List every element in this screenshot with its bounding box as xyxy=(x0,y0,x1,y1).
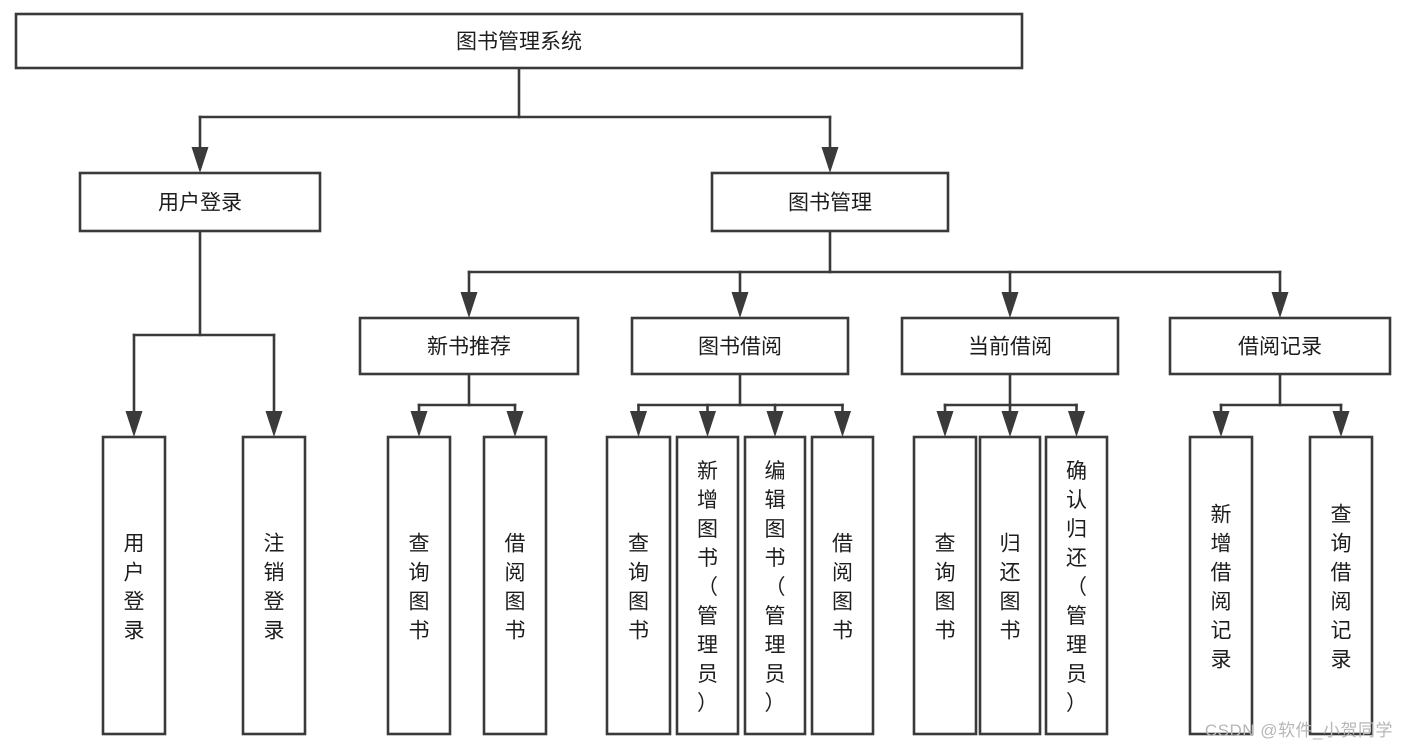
node-box xyxy=(241,435,307,736)
node-box xyxy=(1188,435,1254,736)
node-label: 用户登录 xyxy=(124,533,145,643)
node-label: 当前借阅 xyxy=(968,336,1052,359)
node-box xyxy=(1168,316,1392,376)
arrow-head-icon xyxy=(1001,411,1019,437)
node-box xyxy=(101,435,167,736)
node-layer: 图书管理系统用户登录图书管理新书推荐图书借阅当前借阅借阅记录用户登录注销登录查询… xyxy=(14,12,1392,736)
node-label: 新增图书（管理员） xyxy=(697,460,718,715)
node-leaf_11[interactable]: 新增借阅记录 xyxy=(1188,435,1254,736)
node-box xyxy=(978,435,1042,736)
node-leaf_8[interactable]: 查询图书 xyxy=(912,435,978,736)
node-box xyxy=(900,316,1120,376)
node-box xyxy=(605,435,672,736)
node-label: 查询图书 xyxy=(935,533,956,643)
node-leaf_12[interactable]: 查询借阅记录 xyxy=(1308,435,1374,736)
node-leaf_1[interactable]: 注销登录 xyxy=(241,435,307,736)
node-box xyxy=(1308,435,1374,736)
node-label: 编辑图书（管理员） xyxy=(765,460,786,715)
node-label: 查询借阅记录 xyxy=(1331,504,1352,672)
node-box xyxy=(78,171,322,233)
node-l1_1[interactable]: 图书管理 xyxy=(710,171,950,233)
node-box xyxy=(482,435,548,736)
node-label: 确认归还（管理员） xyxy=(1066,460,1087,715)
node-l2_0[interactable]: 新书推荐 xyxy=(358,316,580,376)
node-l2_3[interactable]: 借阅记录 xyxy=(1168,316,1392,376)
node-box xyxy=(358,316,580,376)
node-l2_1[interactable]: 图书借阅 xyxy=(630,316,850,376)
node-box xyxy=(630,316,850,376)
node-box xyxy=(386,435,452,736)
node-leaf_7[interactable]: 借阅图书 xyxy=(810,435,875,736)
node-label: 用户登录 xyxy=(158,192,242,215)
node-label: 借阅图书 xyxy=(832,533,853,643)
node-l2_2[interactable]: 当前借阅 xyxy=(900,316,1120,376)
node-box xyxy=(14,12,1024,70)
arrow-head-icon xyxy=(731,292,749,318)
node-box xyxy=(743,435,807,736)
arrow-head-icon xyxy=(1068,411,1085,437)
arrow-head-icon xyxy=(191,147,209,173)
node-leaf_10[interactable]: 确认归还（管理员） xyxy=(1044,435,1109,736)
node-label: 查询图书 xyxy=(628,533,649,643)
node-box xyxy=(1044,435,1109,736)
arrow-head-icon xyxy=(410,411,428,437)
arrow-head-icon xyxy=(1332,411,1350,437)
node-leaf_0[interactable]: 用户登录 xyxy=(101,435,167,736)
node-label: 图书管理系统 xyxy=(456,31,582,54)
arrow-head-icon xyxy=(265,411,283,437)
node-leaf_2[interactable]: 查询图书 xyxy=(386,435,452,736)
node-l1_0[interactable]: 用户登录 xyxy=(78,171,322,233)
arrow-head-icon xyxy=(936,411,954,437)
node-box xyxy=(810,435,875,736)
node-leaf_6[interactable]: 编辑图书（管理员） xyxy=(743,435,807,736)
arrow-head-icon xyxy=(1212,411,1230,437)
node-label: 图书借阅 xyxy=(698,336,782,359)
node-label: 新书推荐 xyxy=(427,336,511,359)
node-box xyxy=(710,171,950,233)
arrow-head-icon xyxy=(699,411,716,437)
node-box xyxy=(912,435,978,736)
node-label: 新增借阅记录 xyxy=(1211,504,1232,672)
node-label: 注销登录 xyxy=(264,533,285,643)
node-label: 借阅记录 xyxy=(1238,336,1322,359)
node-root[interactable]: 图书管理系统 xyxy=(14,12,1024,70)
node-leaf_5[interactable]: 新增图书（管理员） xyxy=(675,435,740,736)
arrow-head-icon xyxy=(506,411,524,437)
node-label: 归还图书 xyxy=(1000,533,1021,643)
arrow-head-icon xyxy=(630,411,647,437)
node-label: 查询图书 xyxy=(409,533,430,643)
arrow-head-icon xyxy=(125,411,143,437)
connector-layer xyxy=(125,66,1350,437)
arrow-head-icon xyxy=(834,411,851,437)
csdn-watermark: CSDN @软件_小贺同学 xyxy=(1204,721,1393,740)
node-box xyxy=(675,435,740,736)
node-leaf_3[interactable]: 借阅图书 xyxy=(482,435,548,736)
node-label: 图书管理 xyxy=(788,192,872,215)
arrow-head-icon xyxy=(1001,292,1019,318)
node-label: 借阅图书 xyxy=(505,533,526,643)
arrow-head-icon xyxy=(821,147,839,173)
arrow-head-icon xyxy=(1271,292,1289,318)
arrow-head-icon xyxy=(766,411,784,437)
node-leaf_4[interactable]: 查询图书 xyxy=(605,435,672,736)
arrow-head-icon xyxy=(460,292,478,318)
node-leaf_9[interactable]: 归还图书 xyxy=(978,435,1042,736)
